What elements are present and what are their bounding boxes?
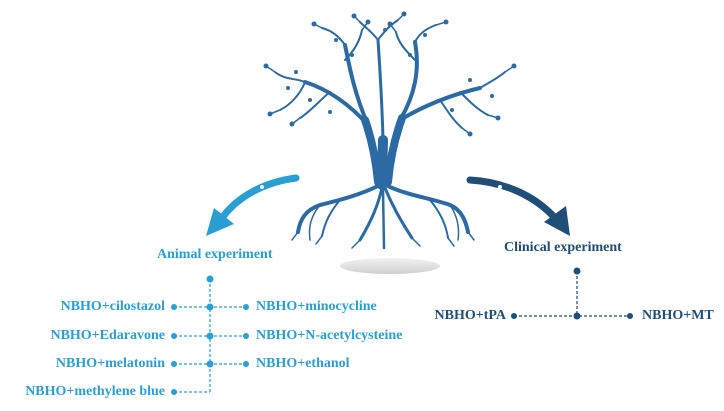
animal-treatment-left: NBHO+melatonin: [55, 356, 165, 371]
clinical-treatment-right: NBHO+MT: [642, 308, 714, 323]
animal-treatment-right: NBHO+minocycline: [256, 299, 377, 314]
animal-treatment-right: NBHO+ethanol: [256, 356, 350, 371]
animal-treatment-left: NBHO+methylene blue: [25, 384, 165, 399]
clinical-connector-nodes: [511, 267, 633, 320]
animal-experiment-title: Animal experiment: [157, 247, 273, 262]
animal-connector-nodes: [171, 275, 249, 395]
curved-arrow-left-icon: [206, 174, 300, 236]
clinical-connector-tree: [514, 271, 630, 317]
animal-treatment-right: NBHO+N-acetylcysteine: [256, 328, 403, 343]
curved-arrow-right-icon: [466, 176, 570, 236]
animal-treatment-left: NBHO+cilostazol: [60, 299, 165, 314]
animal-treatment-left: NBHO+Edaravone: [50, 328, 165, 343]
tree-icon: [263, 11, 517, 250]
clinical-treatment-left: NBHO+tPA: [434, 308, 507, 323]
ground-shadow: [340, 258, 440, 274]
clinical-experiment-title: Clinical experiment: [504, 240, 622, 255]
